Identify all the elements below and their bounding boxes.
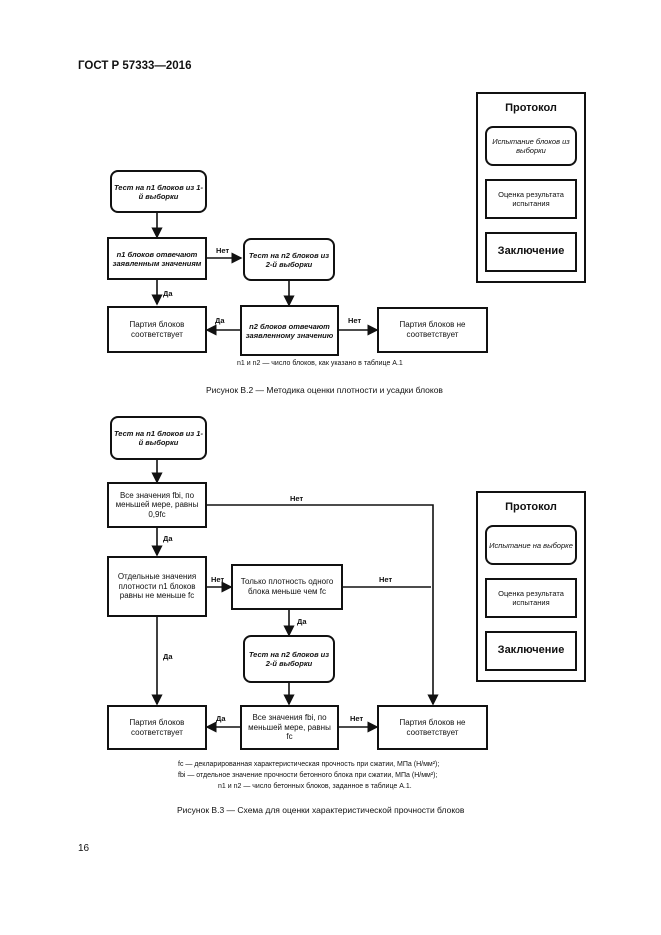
fig3-decision-second-all-values: Все значения fbi, по меньшей мере, равны… — [240, 705, 339, 750]
fig2-test-first-sample: Тест на n1 блоков из 1-й выборки — [110, 170, 207, 213]
fig2-no-label-2: Нет — [348, 316, 362, 325]
fig3-no-label-mid-2: Нет — [379, 575, 393, 584]
fig3-note-n: n1 и n2 — число бетонных блоков, заданно… — [218, 783, 412, 790]
fig3-protocol-panel: Протокол Испытание на выборке Оценка рез… — [476, 491, 586, 682]
page-number: 16 — [78, 843, 90, 854]
fig3-note-fc: fc — декларированная характеристическая … — [178, 761, 440, 768]
fig2-yes-label-2: Да — [215, 316, 225, 325]
fig3-no-label-mid: Нет — [211, 575, 225, 584]
fig3-yes-label-c: Да — [163, 652, 173, 661]
fig3-batch-conforms: Партия блоков соответствует — [107, 705, 207, 750]
fig3-protocol-conclusion: Заключение — [485, 631, 577, 671]
fig2-protocol-testing: Испытание блоков из выборки — [485, 126, 577, 166]
fig3-batch-nonconforms: Партия блоков не соответствует — [377, 705, 488, 750]
fig3-no-label-bottom: Нет — [350, 714, 364, 723]
fig2-yes-label: Да — [163, 289, 173, 298]
fig2-protocol-panel: Протокол Испытание блоков из выборки Оце… — [476, 92, 586, 283]
fig2-decision-first: n1 блоков отвечают заявленным значениям — [107, 237, 207, 280]
fig3-yes-label-d: Да — [216, 714, 226, 723]
fig2-caption: Рисунок В.2 — Методика оценки плотности … — [206, 385, 443, 395]
fig2-protocol-evaluation: Оценка результата испытания — [485, 179, 577, 219]
fig3-test-second-sample: Тест на n2 блоков из 2-й выборки — [243, 635, 335, 683]
fig2-test-second-sample: Тест на n2 блоков из 2-й выборки — [243, 238, 335, 281]
fig2-batch-conforms: Партия блоков соответствует — [107, 306, 207, 353]
document-header: ГОСТ Р 57333—2016 — [78, 60, 192, 72]
fig3-test-first-sample: Тест на n1 блоков из 1-й выборки — [110, 416, 207, 460]
fig3-caption: Рисунок В.3 — Схема для оценки характери… — [177, 805, 465, 815]
fig3-yes-label-a: Да — [163, 534, 173, 543]
fig3-yes-label-b: Да — [297, 617, 307, 626]
fig3-protocol-testing: Испытание на выборке — [485, 525, 577, 565]
fig3-decision-only-one-block: Только плотность одного блока меньше чем… — [231, 564, 343, 610]
fig2-no-label: Нет — [216, 246, 230, 255]
fig3-decision-individual-values: Отдельные значения плотности n1 блоков р… — [107, 556, 207, 617]
fig2-decision-second: n2 блоков отвечают заявленному значению — [240, 305, 339, 356]
fig3-protocol-title: Протокол — [505, 501, 557, 513]
fig2-protocol-conclusion: Заключение — [485, 232, 577, 272]
fig3-protocol-evaluation: Оценка результата испытания — [485, 578, 577, 618]
fig2-batch-nonconforms: Партия блоков не соответствует — [377, 307, 488, 353]
fig3-decision-all-values: Все значения fbi, по меньшей мере, равны… — [107, 482, 207, 528]
fig2-protocol-title: Протокол — [505, 102, 557, 114]
fig3-no-label-top: Нет — [290, 494, 304, 503]
fig3-note-fbi: fbi — отдельное значение прочности бетон… — [178, 772, 438, 779]
fig2-note: n1 и n2 — число блоков, как указано в та… — [237, 360, 403, 367]
